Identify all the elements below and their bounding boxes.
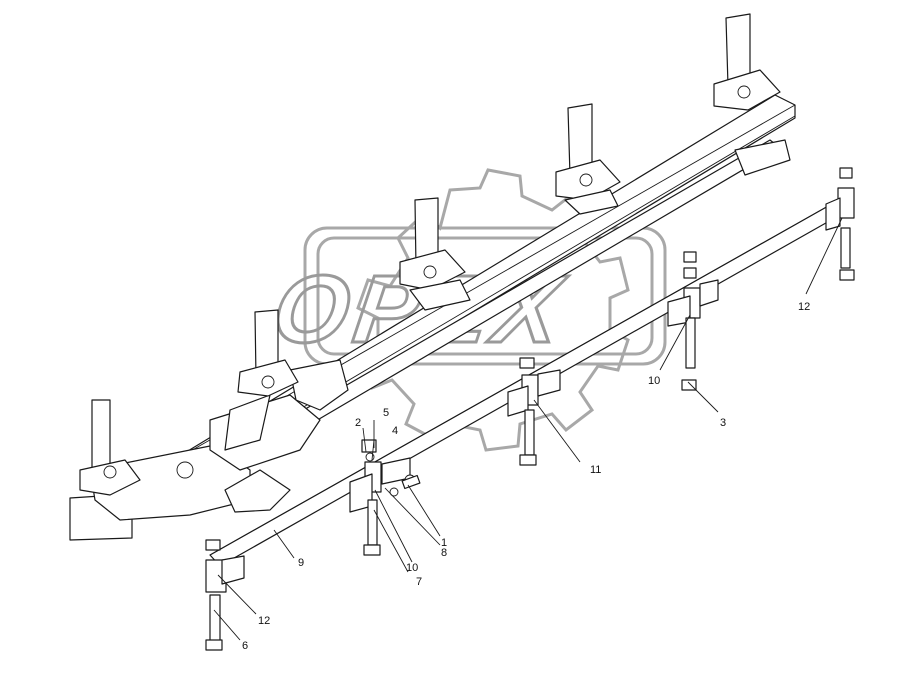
shank-mount-2 [237,309,299,397]
callout-10-center: 10 [406,562,418,574]
shank-mount-5 [713,13,791,176]
callout-4: 4 [392,425,398,437]
callout-7: 7 [416,576,422,588]
bracket-clamp-right [667,251,719,391]
bracket-clamp-mid [507,357,561,466]
callout-10-right: 10 [648,375,660,387]
bracket-clamp-left [205,539,245,651]
shank-mount-1 [79,399,141,496]
callout-11: 11 [590,464,601,476]
callout-labels: 1 2 3 4 5 6 7 8 9 10 10 11 12 12 [242,301,810,652]
callout-9: 9 [298,557,304,569]
bolt-part [401,474,421,490]
callout-1: 1 [441,537,447,549]
callout-8: 8 [441,547,447,559]
callout-3: 3 [720,417,726,429]
callout-12-right: 12 [798,301,810,313]
callout-6: 6 [242,640,248,652]
callout-2: 2 [355,417,361,429]
bracket-clamp-center [349,439,416,556]
callout-5: 5 [383,407,389,419]
bracket-clamp-far-right [825,167,855,281]
hitch-assembly [69,359,349,541]
callout-12-left: 12 [258,615,270,627]
watermark-frame [303,226,667,366]
watermark-inner-frame [316,236,654,356]
shank-mount-4 [555,103,621,215]
callout-leaders [213,217,843,641]
shank-mount-3 [399,197,471,311]
